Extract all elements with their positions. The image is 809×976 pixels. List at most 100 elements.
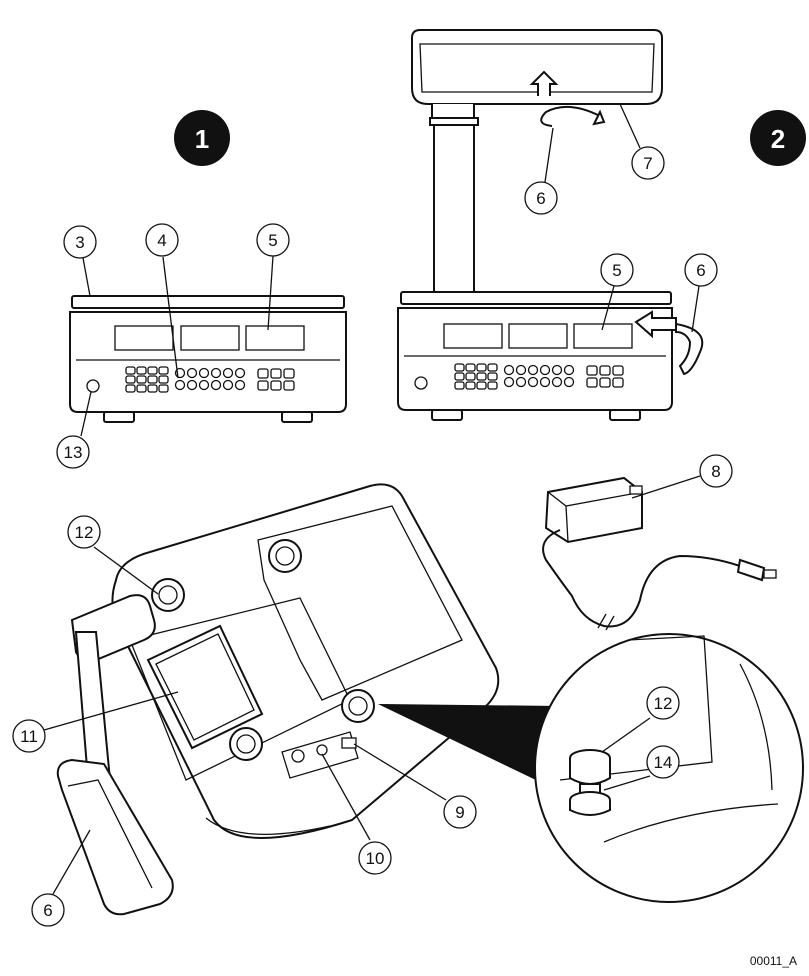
- keypad-key: [270, 368, 282, 379]
- callout-3: 3: [63, 225, 97, 259]
- keypad-key: [147, 366, 158, 375]
- svg-text:12: 12: [654, 694, 673, 713]
- keypad-key: [198, 367, 210, 379]
- callout-5-view1: 5: [256, 223, 290, 257]
- keypad-key: [612, 365, 624, 376]
- keypad-key: [454, 363, 465, 372]
- keypad-key: [210, 367, 222, 379]
- keypad-key: [454, 381, 465, 390]
- svg-text:1: 1: [195, 124, 209, 154]
- svg-text:12: 12: [75, 523, 94, 542]
- keypad-key: [136, 366, 147, 375]
- power-adapter: [542, 476, 777, 631]
- keypad-key: [454, 372, 465, 381]
- callout-12-detail: 12: [646, 686, 680, 720]
- callout-11: 11: [12, 719, 46, 753]
- figure-code: 00011_A: [749, 954, 797, 968]
- svg-text:5: 5: [612, 261, 621, 280]
- callout-5-view2: 5: [600, 253, 634, 287]
- keypad-key: [270, 380, 282, 391]
- keypad-key: [515, 376, 527, 388]
- callout-6-underside: 6: [31, 893, 65, 927]
- keypad-key: [563, 364, 575, 376]
- keypad-key: [234, 379, 246, 391]
- callout-14: 14: [646, 745, 680, 779]
- svg-text:10: 10: [366, 849, 385, 868]
- keypad-key: [487, 363, 498, 372]
- keypad-key: [487, 381, 498, 390]
- keypad-key: [210, 379, 222, 391]
- callout-8: 8: [699, 454, 733, 488]
- callout-10: 10: [358, 841, 392, 875]
- callout-4: 4: [145, 223, 179, 257]
- keypad-key: [612, 377, 624, 388]
- callout-7: 7: [631, 146, 665, 180]
- svg-text:4: 4: [157, 231, 166, 250]
- keypad-key: [125, 366, 136, 375]
- scale-underside-view: [56, 483, 500, 916]
- keypad-key: [586, 377, 598, 388]
- keypad-key: [476, 363, 487, 372]
- callout-13: 13: [56, 435, 90, 469]
- keypad-key: [125, 375, 136, 384]
- keypad-key: [158, 366, 169, 375]
- scale-pole-view-2: [397, 29, 704, 421]
- callout-6-head: 6: [524, 181, 558, 215]
- svg-text:5: 5: [268, 231, 277, 250]
- keypad-key: [147, 375, 158, 384]
- keypad-key: [158, 384, 169, 393]
- scale-front-view-1: [69, 295, 347, 423]
- keypad-key: [125, 384, 136, 393]
- svg-text:7: 7: [643, 154, 652, 173]
- callout-9: 9: [443, 795, 477, 829]
- keypad-key: [222, 367, 234, 379]
- badge-view-2: 2: [750, 110, 806, 166]
- keypad-key: [599, 365, 611, 376]
- svg-text:3: 3: [75, 233, 84, 252]
- keypad-key: [174, 379, 186, 391]
- keypad-key: [527, 364, 539, 376]
- svg-text:8: 8: [711, 462, 720, 481]
- keypad-key: [186, 379, 198, 391]
- keypad-key: [586, 365, 598, 376]
- keypad-key: [563, 376, 575, 388]
- keypad-key: [551, 376, 563, 388]
- svg-text:2: 2: [771, 124, 785, 154]
- keypad-key: [465, 372, 476, 381]
- callout-12-underside: 12: [67, 515, 101, 549]
- keypad-key: [158, 375, 169, 384]
- keypad-key: [136, 375, 147, 384]
- keypad-key: [283, 380, 295, 391]
- keypad-key: [539, 364, 551, 376]
- keypad-key: [198, 379, 210, 391]
- svg-text:13: 13: [64, 443, 83, 462]
- keypad-key: [257, 368, 269, 379]
- keypad-key: [465, 363, 476, 372]
- keypad-key: [503, 364, 515, 376]
- keypad-key: [465, 381, 476, 390]
- svg-text:6: 6: [696, 261, 705, 280]
- svg-text:6: 6: [43, 901, 52, 920]
- svg-text:6: 6: [536, 189, 545, 208]
- keypad-key: [551, 364, 563, 376]
- svg-text:14: 14: [654, 753, 673, 772]
- keypad-key: [599, 377, 611, 388]
- keypad-key: [234, 367, 246, 379]
- keypad-key: [539, 376, 551, 388]
- keypad-key: [147, 384, 158, 393]
- keypad-key: [515, 364, 527, 376]
- callout-6-side: 6: [684, 253, 718, 287]
- keypad-key: [476, 381, 487, 390]
- svg-text:11: 11: [20, 727, 38, 746]
- svg-text:9: 9: [455, 803, 464, 822]
- keypad-key: [503, 376, 515, 388]
- keypad-key: [476, 372, 487, 381]
- keypad-key: [527, 376, 539, 388]
- keypad-key: [257, 380, 269, 391]
- badge-view-1: 1: [174, 110, 230, 166]
- keypad-key: [136, 384, 147, 393]
- magnify-wedge: [378, 704, 560, 782]
- keypad-key: [487, 372, 498, 381]
- leader-lines: [43, 103, 701, 895]
